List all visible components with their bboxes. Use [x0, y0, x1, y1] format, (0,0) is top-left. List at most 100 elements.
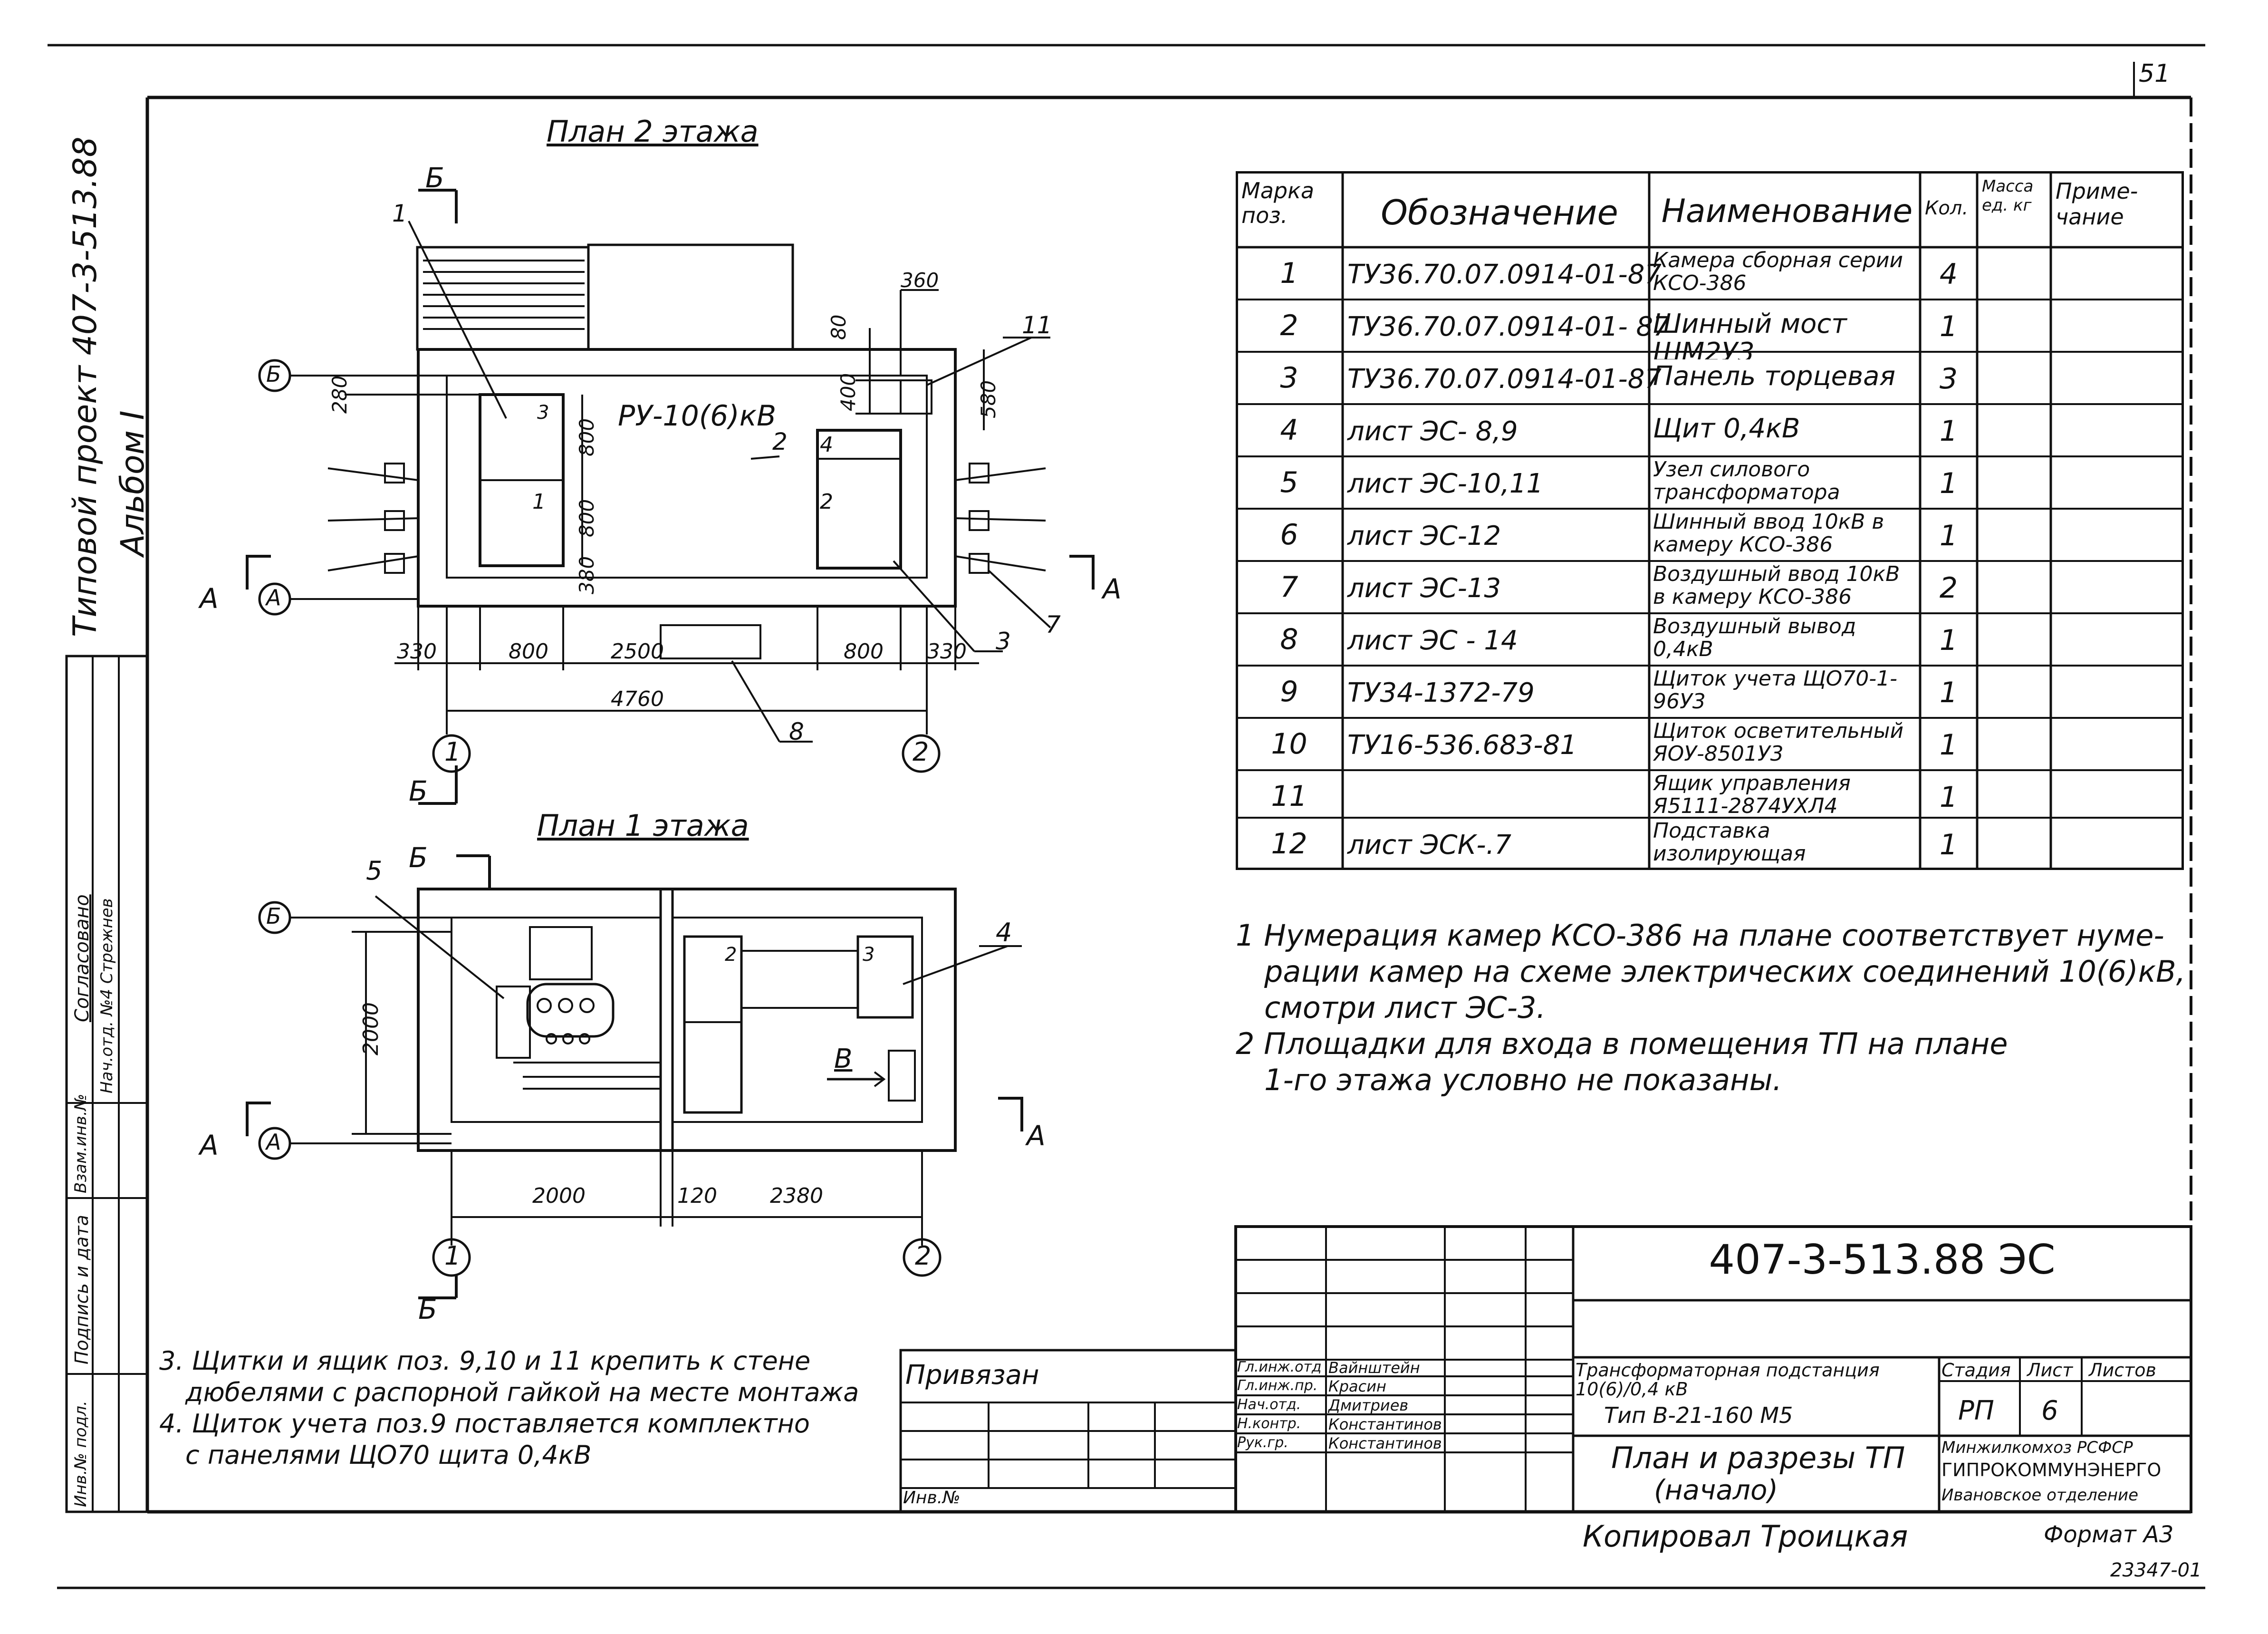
staff-name: Дмитриев [1328, 1396, 1409, 1414]
spec-kol: 1 [1939, 467, 1958, 500]
plan-1-axis-2: 2 [915, 1241, 932, 1271]
dim-330-right: 330 [927, 639, 967, 664]
plan-2-leader-2: 2 [772, 428, 788, 455]
plan-2-axis-B: Б [266, 361, 281, 387]
order-number: 23347-01 [2110, 1559, 2202, 1581]
plan-2-cell-2: 2 [820, 490, 833, 514]
spec-oboznachenie: лист ЭС-13 [1347, 573, 1501, 604]
staff-role: Нач.отд. [1237, 1396, 1301, 1413]
staff-role: Гл.инж.отд [1237, 1359, 1322, 1375]
note-line: дюбелями с распорной гайкой на месте мон… [185, 1377, 859, 1407]
notes-right: 1 Нумерация камер КСО-386 на плане соотв… [1236, 918, 2191, 1098]
plan-1-section-top: Б [409, 841, 428, 874]
plan-2-axis-A: А [266, 585, 281, 610]
plan-2-section-bottom: Б [409, 775, 428, 807]
dim-360: 360 [901, 269, 939, 292]
spec-oboznachenie: ТУ36.70.07.0914-01-87 [1347, 259, 1662, 290]
plan-2-section-top: Б [425, 162, 444, 194]
stage-header: Стадия [1941, 1360, 2011, 1381]
spec-header-massa: Масса ед. кг [1982, 177, 2034, 215]
plan-2-axis-1: 1 [444, 737, 461, 767]
note-line: 4. Щиток учета поз.9 поставляется компле… [159, 1409, 810, 1439]
plan-1-cell-3: 3 [863, 944, 875, 966]
spec-pos: 8 [1280, 623, 1298, 656]
cable-entries-left [327, 463, 419, 574]
note-line: 1-го этажа условно не показаны. [1264, 1063, 1782, 1097]
spec-naimenovanie: Камера сборная серии КСО-386 [1653, 249, 1903, 295]
plan-1-title: План 1 этажа [537, 808, 749, 843]
dim-120: 120 [677, 1184, 717, 1208]
drawing-code: 407-3-513.88 ЭС [1709, 1236, 2056, 1284]
spec-kol: 1 [1939, 415, 1958, 448]
spec-oboznachenie: ТУ16-536.683-81 [1347, 730, 1577, 761]
copied-by: Копировал Троицкая [1583, 1519, 1908, 1554]
spec-naimenovanie: Узел силового трансформатора [1653, 458, 1840, 504]
staff-name: Константинов [1328, 1415, 1442, 1433]
object-name: Трансформаторная подстанция 10(6)/0,4 кВ [1576, 1360, 1880, 1400]
dim-2500: 2500 [611, 639, 664, 664]
spec-naimenovanie: Ящик управления Я5111-2874УХЛ4 [1653, 772, 1851, 817]
plan-2-axis-2: 2 [913, 737, 929, 767]
spec-pos: 7 [1280, 570, 1298, 604]
staff-role: Н.контр. [1237, 1415, 1301, 1432]
note-line: рации камер на схеме электрических соеди… [1264, 954, 2186, 989]
list-header: Лист [2027, 1360, 2073, 1381]
spec-pos: 11 [1271, 780, 1307, 813]
dim-800-left: 800 [509, 639, 548, 664]
spec-kol: 1 [1939, 728, 1958, 762]
spec-pos: 10 [1271, 727, 1307, 761]
privyazan-label: Привязан [905, 1360, 1039, 1391]
staff-name: Константинов [1328, 1434, 1442, 1452]
plan-2-title: План 2 этажа [547, 114, 759, 149]
listov-header: Листов [2089, 1360, 2156, 1381]
plan-1-leader-4: 4 [996, 918, 1012, 948]
spec-pos: 12 [1271, 827, 1307, 861]
spec-kol: 3 [1939, 362, 1958, 396]
object-type: Тип В-21-160 М5 [1604, 1402, 1793, 1428]
org-line-2: ГИПРОКОММУНЭНЕРГО [1941, 1460, 2162, 1480]
specification-table: Марка поз. Обозначение Наименование Кол.… [1236, 171, 2184, 870]
spec-kol: 2 [1939, 571, 1958, 605]
spec-pos: 5 [1280, 466, 1298, 499]
plan-2-leader-11: 11 [1022, 311, 1052, 339]
plan-2-leader-1: 1 [392, 200, 407, 227]
spec-pos: 4 [1280, 414, 1298, 447]
spec-pos: 3 [1280, 361, 1298, 395]
spec-naimenovanie: Панель торцевая [1653, 362, 1896, 392]
org-line-1: Минжилкомхоз РСФСР [1941, 1438, 2133, 1457]
sheet-title: План и разрезы ТП [1611, 1441, 1905, 1475]
spec-header-oboznachenie: Обозначение [1381, 193, 1618, 232]
notes-bottom: 3. Щитки и ящик поз. 9,10 и 11 крепить к… [159, 1345, 901, 1471]
spec-kol: 1 [1939, 828, 1958, 861]
note-line: с панелями ЩО70 щита 0,4кВ [185, 1440, 592, 1470]
plan-2-leader-7: 7 [1046, 611, 1061, 638]
spec-naimenovanie: Воздушный ввод 10кВ в камеру КСО-386 [1653, 563, 1900, 609]
spec-oboznachenie: ТУ34-1372-79 [1347, 677, 1535, 708]
plan-1-leader-5: 5 [366, 856, 383, 886]
spec-header-naimenovanie: Наименование [1661, 193, 1913, 230]
spec-oboznachenie: ТУ36.70.07.0914-01-87 [1347, 364, 1662, 395]
dim-2000: 2000 [532, 1184, 586, 1208]
spec-kol: 1 [1939, 519, 1958, 552]
plan-1-section-left: А [200, 1129, 219, 1161]
spec-kol: 1 [1939, 624, 1958, 657]
plan-2-cell-1: 1 [532, 490, 546, 514]
spec-oboznachenie: лист ЭС- 8,9 [1347, 416, 1518, 447]
spec-oboznachenie: ТУ36.70.07.0914-01- 87 [1347, 311, 1670, 342]
list-value: 6 [2041, 1395, 2058, 1426]
spec-naimenovanie: Шинный ввод 10кВ в камеру КСО-386 [1653, 511, 1884, 557]
org-line-3: Ивановское отделение [1941, 1486, 2139, 1505]
plan-2-leader-4: 4 [820, 433, 833, 457]
spec-grid [1236, 171, 2184, 870]
spec-naimenovanie: Шинный мост ШМ2У3 [1653, 310, 1847, 359]
paper-format: Формат А3 [2044, 1521, 2174, 1548]
spec-oboznachenie: лист ЭС - 14 [1347, 625, 1518, 656]
stage-value: РП [1958, 1395, 1994, 1426]
spec-naimenovanie: Щит 0,4кВ [1653, 415, 1800, 444]
plan-2-cell-3: 3 [537, 402, 549, 424]
plan-1-section-bottom: Б [418, 1293, 437, 1325]
dim-4760: 4760 [611, 687, 664, 711]
